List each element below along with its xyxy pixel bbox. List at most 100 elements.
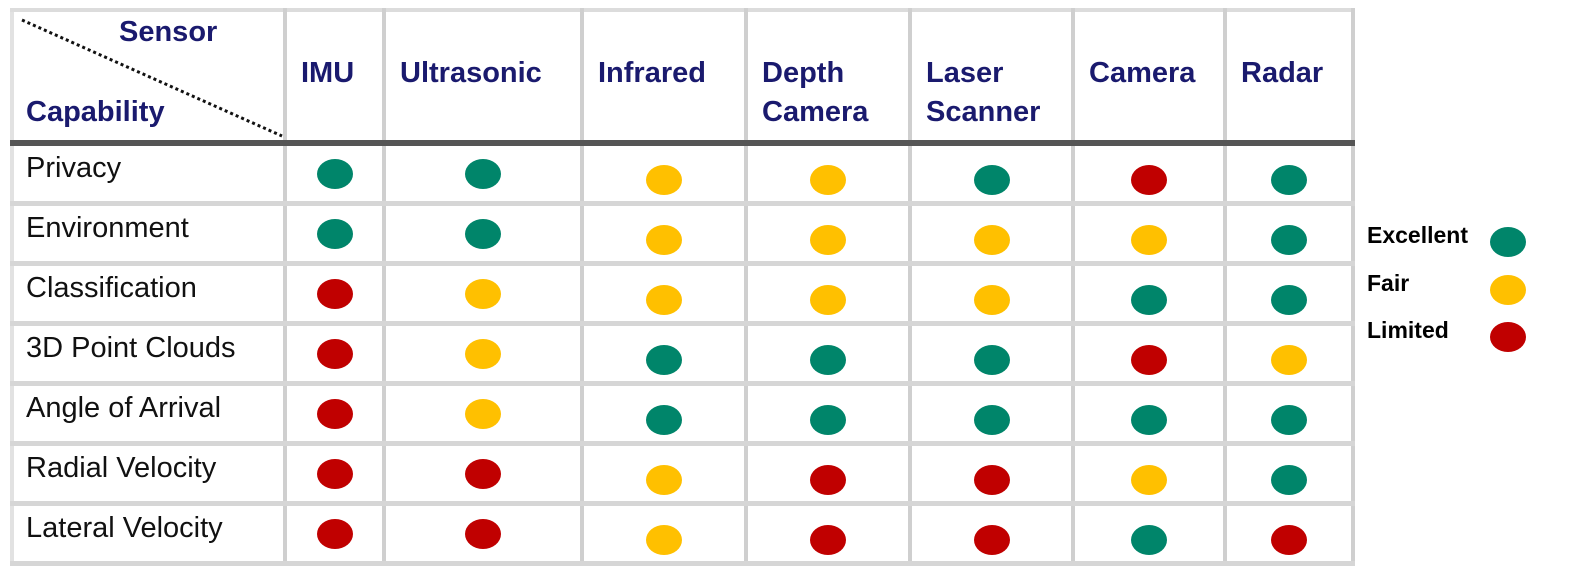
rating-dot-excellent: [1271, 165, 1307, 195]
column-header-ultrasonic: Ultrasonic: [382, 8, 584, 146]
matrix-cell: [908, 143, 1075, 206]
rating-dot-fair: [973, 284, 1010, 315]
matrix-cell: [1223, 263, 1355, 326]
matrix-cell: [744, 143, 912, 206]
matrix-cell: [283, 503, 386, 566]
rating-dot-fair: [465, 278, 501, 309]
rating-dot-excellent: [1271, 404, 1307, 435]
rating-dot-excellent: [1271, 284, 1307, 315]
legend-label: Limited: [1367, 317, 1449, 343]
rating-dot-fair: [646, 224, 682, 255]
column-header-line1: Camera: [1089, 57, 1196, 89]
row-label: Lateral Velocity: [10, 503, 287, 566]
row-label: Privacy: [10, 143, 287, 206]
rating-dot-fair: [465, 398, 501, 429]
rating-dot-limited: [1131, 165, 1167, 195]
rating-dot-limited: [316, 338, 353, 369]
matrix-cell: [283, 263, 386, 326]
sensor-axis-label: Sensor: [119, 16, 218, 48]
column-header-infrared: Infrared: [580, 8, 748, 146]
rating-dot-excellent: [1271, 464, 1307, 495]
matrix-cell: [1071, 383, 1227, 446]
rating-dot-limited: [810, 524, 846, 555]
legend-swatch-excellent: [1490, 227, 1526, 257]
matrix-cell: [580, 263, 748, 326]
row-label: Radial Velocity: [10, 443, 287, 506]
row-label: Environment: [10, 203, 287, 266]
matrix-cell: [382, 203, 584, 266]
legend-item-fair: Fair: [1367, 270, 1537, 310]
rating-dot-fair: [646, 524, 682, 555]
column-header-radar: Radar: [1223, 8, 1355, 146]
column-header-line1: Infrared: [598, 57, 706, 89]
matrix-cell: [580, 323, 748, 386]
rating-dot-limited: [316, 518, 353, 549]
matrix-cell: [908, 443, 1075, 506]
matrix-cell: [283, 203, 386, 266]
row-label: Classification: [10, 263, 287, 326]
rating-dot-limited: [1271, 524, 1307, 555]
matrix-cell: [382, 443, 584, 506]
matrix-cell: [1223, 203, 1355, 266]
matrix-cell: [908, 503, 1075, 566]
matrix-cell: [382, 263, 584, 326]
matrix-cell: [1071, 143, 1227, 206]
legend-label: Excellent: [1367, 222, 1468, 248]
matrix-cell: [1223, 383, 1355, 446]
matrix-cell: [1071, 503, 1227, 566]
table-row: Privacy: [10, 143, 1355, 206]
column-header-line1: IMU: [301, 57, 355, 89]
column-header-line2: Camera: [762, 96, 869, 128]
rating-dot-limited: [1131, 344, 1167, 375]
rating-dot-excellent: [1131, 404, 1167, 435]
row-label: 3D Point Clouds: [10, 323, 287, 386]
rating-dot-fair: [1271, 344, 1307, 375]
matrix-cell: [580, 503, 748, 566]
matrix-cell: [1223, 503, 1355, 566]
matrix-cell: [744, 503, 912, 566]
rating-dot-fair: [810, 224, 846, 255]
matrix-cell: [908, 323, 1075, 386]
rating-dot-excellent: [973, 344, 1010, 375]
rating-dot-limited: [465, 518, 501, 549]
rating-dot-excellent: [973, 165, 1010, 195]
matrix-cell: [1071, 263, 1227, 326]
rating-dot-limited: [316, 278, 353, 309]
rating-dot-fair: [1131, 224, 1167, 255]
matrix-cell: [283, 443, 386, 506]
legend-swatch-fair: [1490, 275, 1526, 305]
column-header-line1: Radar: [1241, 57, 1324, 89]
matrix-cell: [744, 383, 912, 446]
rating-dot-excellent: [1131, 284, 1167, 315]
column-header-camera: Camera: [1071, 8, 1227, 146]
rating-dot-excellent: [1271, 224, 1307, 255]
rating-dot-fair: [810, 165, 846, 195]
column-header-line1: Ultrasonic: [400, 57, 542, 89]
matrix-cell: [744, 323, 912, 386]
matrix-cell: [580, 203, 748, 266]
matrix-cell: [382, 143, 584, 206]
matrix-cell: [744, 203, 912, 266]
matrix-cell: [382, 503, 584, 566]
matrix-cell: [908, 203, 1075, 266]
rating-dot-excellent: [316, 159, 353, 189]
rating-dot-limited: [316, 398, 353, 429]
row-label: Angle of Arrival: [10, 383, 287, 446]
capability-axis-label: Capability: [26, 96, 165, 128]
rating-dot-fair: [810, 284, 846, 315]
rating-dot-limited: [465, 458, 501, 489]
rating-dot-excellent: [646, 404, 682, 435]
rating-dot-excellent: [465, 218, 501, 249]
rating-dot-limited: [316, 458, 353, 489]
legend: Excellent Fair Limited: [1367, 222, 1537, 362]
rating-dot-fair: [646, 165, 682, 195]
legend-item-excellent: Excellent: [1367, 222, 1537, 262]
rating-dot-excellent: [810, 344, 846, 375]
table-row: Radial Velocity: [10, 443, 1355, 506]
matrix-cell: [382, 323, 584, 386]
matrix-cell: [1223, 143, 1355, 206]
rating-dot-limited: [810, 464, 846, 495]
legend-swatch-limited: [1490, 322, 1526, 352]
